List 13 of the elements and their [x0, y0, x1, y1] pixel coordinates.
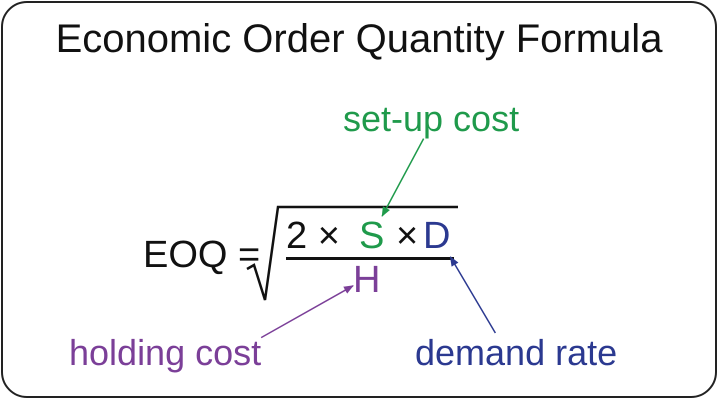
formula-variable: H — [353, 260, 380, 302]
formula-variable: D — [423, 216, 450, 258]
formula-term: × — [396, 216, 418, 258]
formula-term: EOQ = — [143, 235, 260, 277]
callout-label: demand rate — [415, 333, 618, 373]
callout-label: set-up cost — [343, 99, 520, 139]
formula-term: 2 × — [286, 216, 340, 258]
arrow — [450, 256, 496, 334]
callout-label: holding cost — [69, 333, 262, 373]
arrow — [382, 138, 424, 217]
title: Economic Order Quantity Formula — [54, 17, 664, 62]
formula-variable: S — [359, 216, 384, 258]
arrow — [260, 285, 354, 338]
